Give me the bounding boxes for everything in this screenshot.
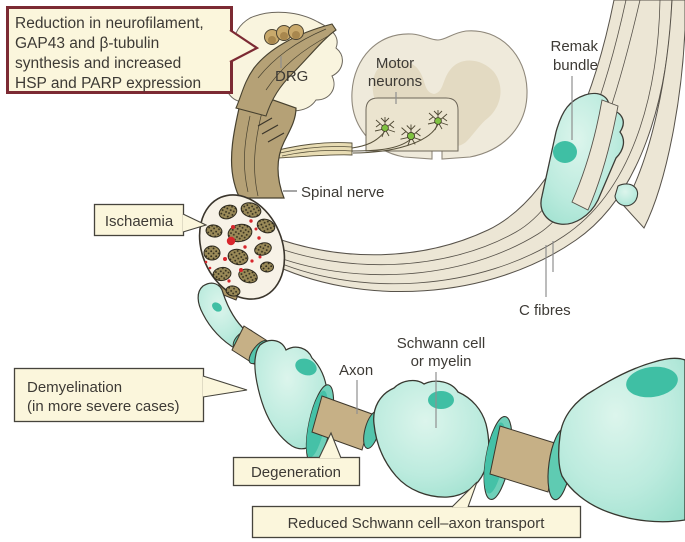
callout-demyelination: Demyelination (in more severe cases) [13, 367, 248, 423]
callout-synthesis-text: GAP43 and β-tubulin [15, 35, 159, 52]
callout-ischaemia: Ischaemia [93, 203, 208, 237]
motor-neurons-label: neurons [368, 73, 422, 90]
callout-degeneration-text: Degeneration [251, 464, 341, 481]
schwann-cell-3 [373, 379, 490, 498]
remak-nucleus [553, 141, 577, 163]
schwann-cell-label: or myelin [411, 353, 472, 370]
drg-label: DRG [275, 68, 308, 85]
axon-label: Axon [339, 362, 373, 379]
callout-synthesis: Reduction in neurofilament, GAP43 and β-… [6, 6, 260, 94]
leader-lines [280, 56, 573, 428]
callout-synthesis-text: HSP and PARP expression [15, 75, 201, 92]
remak-bundle-cell [540, 92, 638, 225]
schwann-cell-4 [558, 357, 685, 523]
callout-synthesis-text: Reduction in neurofilament, [15, 15, 204, 32]
callout-demyelination-text: Demyelination [27, 379, 122, 396]
drg-fibres [235, 23, 337, 117]
schwann-cell-label: Schwann cell [397, 335, 485, 352]
remak-bundle-label: bundle [553, 57, 598, 74]
c-fibres-label: C fibres [519, 302, 571, 319]
callout-reduced-transport: Reduced Schwann cell–axon transport [251, 481, 582, 539]
spinal-cord-section [351, 30, 528, 160]
axon-segment-3 [489, 425, 559, 493]
callout-degeneration: Degeneration [232, 431, 361, 487]
callout-synthesis-text: synthesis and increased [15, 55, 181, 72]
remak-bundle-label: Remak [550, 38, 598, 55]
fascicles [203, 202, 276, 297]
ventral-root [277, 142, 353, 159]
ischaemia-spots [204, 219, 262, 283]
callout-demyelination-text: (in more severe cases) [27, 398, 180, 415]
motor-neurons-label: Motor [376, 55, 414, 72]
schwann-cell-chain [197, 277, 685, 523]
callout-ischaemia-text: Ischaemia [105, 213, 174, 230]
motor-neuron-region [365, 97, 459, 152]
callout-reduced-transport-text: Reduced Schwann cell–axon transport [288, 515, 546, 532]
c-fibre-strand [623, 0, 685, 229]
drg-cell-bodies [264, 24, 304, 45]
drg-and-spinal-nerve [222, 11, 343, 199]
nerve-cross-section [198, 194, 286, 300]
c-fibres-leader [545, 241, 554, 297]
spinal-nerve-label: Spinal nerve [301, 184, 384, 201]
c-fibre-over-remak [571, 99, 619, 211]
